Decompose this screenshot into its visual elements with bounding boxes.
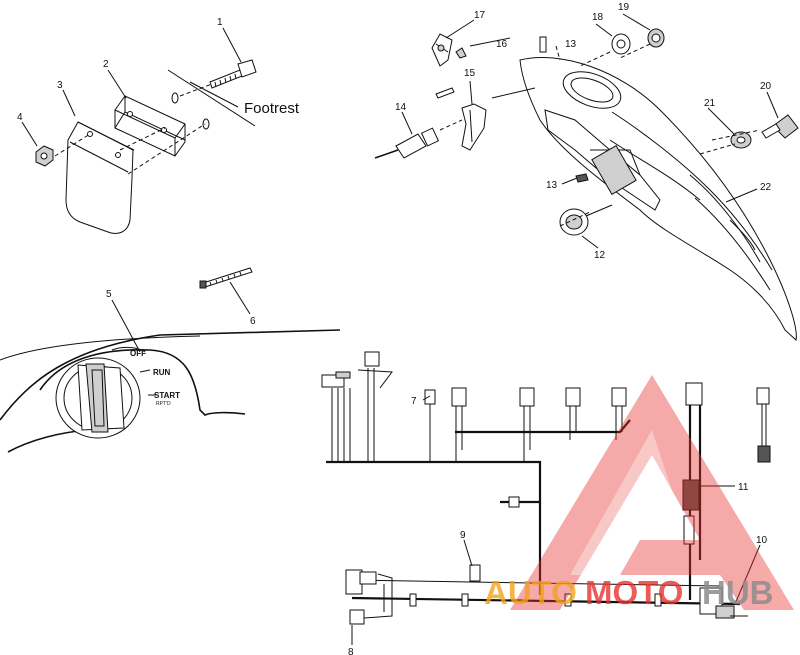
callout-12: 12: [594, 250, 606, 261]
switch-start-sub-label: RPT'D: [156, 401, 171, 407]
switch-run-label: RUN: [153, 368, 171, 377]
callout-10: 10: [756, 535, 768, 546]
watermark-text-hub: HUB: [702, 574, 774, 611]
callout-4: 4: [17, 112, 23, 123]
callout-11: 11: [738, 482, 749, 493]
callout-3: 3: [57, 80, 63, 91]
callout-6: 6: [250, 316, 256, 327]
callout-19: 19: [618, 2, 630, 13]
switch-start-label: START: [154, 391, 180, 400]
callout-8: 8: [348, 647, 354, 655]
callout-9: 9: [460, 530, 466, 541]
watermark-logo: [510, 375, 794, 610]
switch-off-label: OFF: [130, 349, 146, 358]
watermark-text-moto: MOTO: [585, 574, 683, 611]
footrest-bracket-assembly: [35, 59, 257, 234]
headlight-housing-assembly: [374, 28, 799, 341]
callout-22: 22: [760, 182, 772, 193]
key-switch-panel: [0, 329, 341, 453]
callout-leaders: [21, 13, 779, 645]
callout-5: 5: [106, 289, 112, 300]
callout-16: 16: [496, 39, 508, 50]
footrest-label: Footrest: [244, 100, 300, 117]
callout-7: 7: [411, 396, 417, 407]
callout-18: 18: [592, 12, 604, 23]
watermark-text-auto: AUTO: [484, 574, 577, 611]
callout-1: 1: [217, 17, 223, 28]
wiring-harness: [321, 351, 771, 625]
callout-15: 15: [464, 68, 476, 79]
callout-13-lower: 13: [546, 180, 558, 191]
callout-14: 14: [395, 102, 407, 113]
cable-tie: [199, 267, 253, 289]
callout-17: 17: [474, 10, 486, 21]
callout-20: 20: [760, 81, 772, 92]
callout-21: 21: [704, 98, 716, 109]
callout-13-upper: 13: [565, 39, 577, 50]
callout-2: 2: [103, 59, 109, 70]
